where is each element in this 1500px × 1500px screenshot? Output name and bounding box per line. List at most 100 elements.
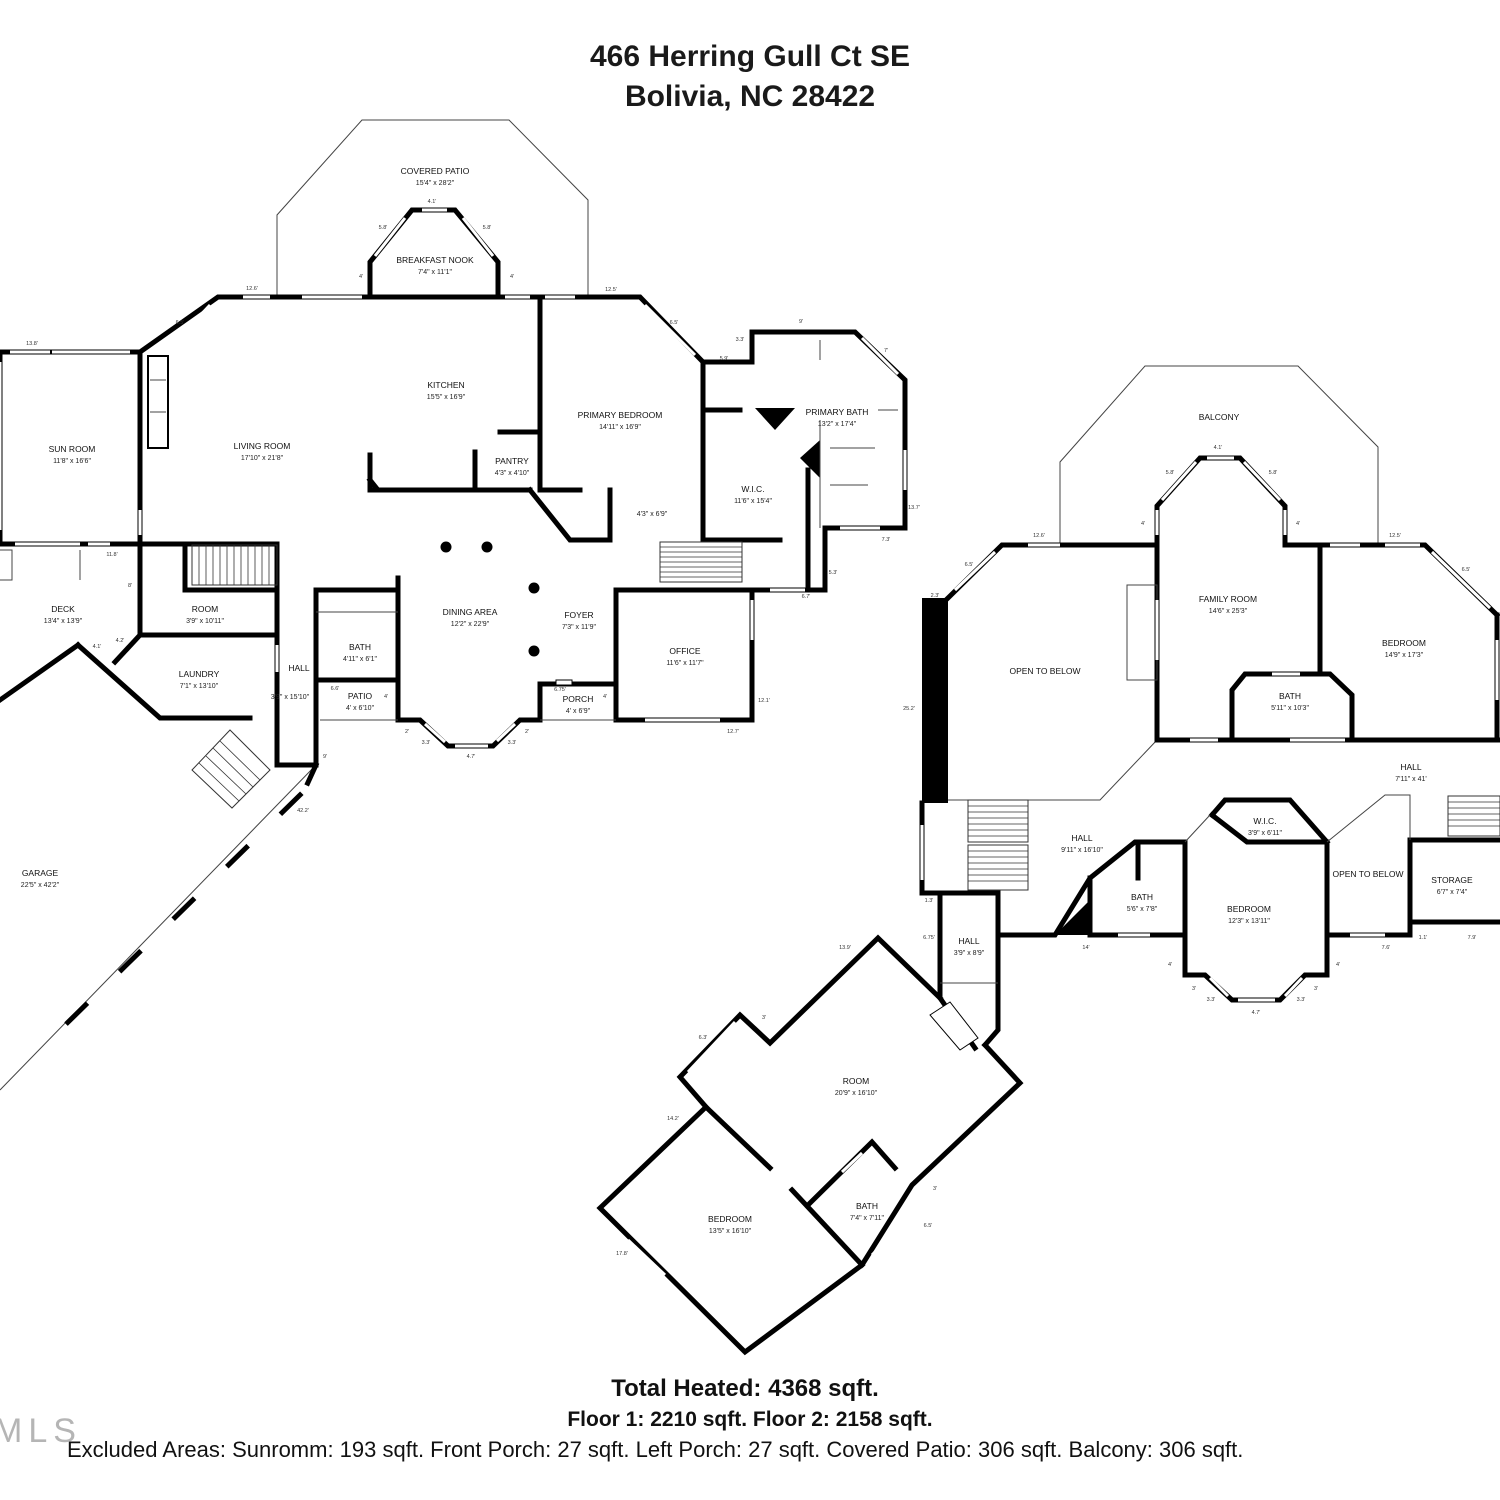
room-dims: 3'9" x 6'11" — [1248, 830, 1282, 837]
room-dims: 20'9" x 16'10" — [835, 1090, 878, 1097]
room-name: W.I.C. — [741, 484, 764, 494]
room-name: COVERED PATIO — [401, 166, 470, 176]
dimension-label: 13.8' — [26, 341, 38, 347]
room-dims: 15'5" x 16'9" — [427, 394, 466, 401]
room-dims: 15'4" x 28'2" — [416, 180, 455, 187]
dimension-label: 5.3' — [829, 570, 838, 576]
room-name: FOYER — [564, 610, 593, 620]
room-dims: 22'5" x 42'2" — [21, 882, 60, 889]
room-name: BEDROOM — [1382, 638, 1426, 648]
garage-wall-top — [0, 641, 82, 704]
room-dims: 5'6" x 7'8" — [1127, 906, 1158, 913]
dimension-label: 4' — [1168, 962, 1172, 968]
room-name: HALL — [288, 663, 310, 673]
room-dims: 7'3" x 11'9" — [562, 624, 596, 631]
dimension-label: 4.1' — [93, 644, 102, 650]
column — [528, 645, 540, 657]
dimension-label: 5.8' — [1166, 470, 1175, 476]
main-exterior-wall — [136, 294, 706, 407]
room-dims: 7'11" x 41' — [1395, 776, 1427, 783]
room-dims: 4'3" x 4'10" — [495, 470, 530, 477]
column — [481, 541, 493, 553]
dimension-label: 17.8' — [616, 1251, 628, 1257]
dimension-label: 4' — [384, 694, 388, 700]
room-dims: 11'6" x 15'4" — [734, 498, 772, 505]
room-dims: 9'11" x 16'10" — [1061, 847, 1103, 854]
room-dims: 17'10" x 21'8" — [241, 455, 284, 462]
dimension-label: 6.5' — [176, 320, 185, 326]
dimension-label: 6.5' — [1462, 567, 1471, 573]
stairs-deck — [191, 729, 271, 809]
room-name: BATH — [1279, 691, 1301, 701]
floor-1 — [0, 119, 908, 1091]
dimension-label: 6.6' — [331, 686, 340, 692]
room-dims: 12'2" x 22'9" — [451, 621, 490, 628]
dimension-label: 2' — [405, 729, 409, 735]
dimension-label: 12.1' — [758, 698, 770, 704]
breakfast-nook-wall — [367, 207, 501, 298]
dimension-label: 6.75' — [554, 687, 566, 693]
room-name: LIVING ROOM — [234, 441, 291, 451]
dimension-label: 8' — [128, 583, 132, 589]
dimension-label: 6.75' — [923, 935, 935, 941]
dimension-label: 4' — [1296, 521, 1300, 527]
dimension-label: 4.7' — [1252, 1010, 1261, 1016]
dimension-label: 3.3' — [422, 740, 431, 746]
dimension-label: 42.2' — [297, 808, 309, 814]
room-name: GARAGE — [22, 868, 59, 878]
dimension-label: 5.9' — [720, 356, 729, 362]
room-name: BEDROOM — [708, 1214, 752, 1224]
dimension-label: 5.8' — [1269, 470, 1278, 476]
dimension-label: 6.7' — [802, 594, 811, 600]
primary-bath-wall — [700, 329, 908, 593]
stairs-storage — [1447, 795, 1500, 837]
dimension-label: 4' — [603, 694, 607, 700]
dimension-label: 13.7' — [908, 505, 920, 511]
room-name: DINING AREA — [443, 607, 498, 617]
room-name: W.I.C. — [1253, 816, 1276, 826]
room-name: PRIMARY BEDROOM — [578, 410, 663, 420]
room-name: BATH — [1131, 892, 1153, 902]
room-name: FAMILY ROOM — [1199, 594, 1257, 604]
room-dims: 13'5" x 16'10" — [709, 1228, 752, 1235]
room-dims: 7'1" x 13'10" — [180, 683, 219, 690]
room-labels: COVERED PATIO 15'4" x 28'2" BREAKFAST NO… — [21, 166, 1473, 1235]
room-dims: 4' x 6'9" — [566, 708, 591, 715]
dimension-label: 4.7' — [467, 754, 476, 760]
room-dims: 6'7" x 7'4" — [1437, 889, 1468, 896]
room-name: PANTRY — [495, 456, 529, 466]
stairs-upper — [967, 799, 1029, 891]
dimension-label: 2.3' — [931, 593, 940, 599]
room-name: BREAKFAST NOOK — [396, 255, 474, 265]
dimension-label: 5.8' — [483, 225, 492, 231]
dimension-label: 3' — [1314, 986, 1318, 992]
dimension-label: 7.6' — [1382, 945, 1391, 951]
room-name: STORAGE — [1431, 875, 1473, 885]
total-heated: Total Heated: 4368 sqft. — [611, 1375, 879, 1402]
room-dims: 13'2" x 17'4" — [818, 421, 857, 428]
dimension-label: 11.8' — [106, 552, 117, 558]
dimension-label: 4.1' — [428, 199, 437, 205]
room-name: HALL — [1071, 833, 1093, 843]
dimension-label: 12.6' — [246, 286, 258, 292]
room-name: OPEN TO BELOW — [1332, 869, 1403, 879]
dining-bay-wall — [395, 717, 543, 749]
dimension-label: 12.6' — [1033, 533, 1045, 539]
dimension-label: 3.3' — [736, 337, 745, 343]
room-name: KITCHEN — [427, 380, 464, 390]
dimension-label: 3.3' — [508, 740, 517, 746]
dimension-label: 4' — [1336, 962, 1340, 968]
dimension-label: 5.8' — [379, 225, 388, 231]
floor-2 — [596, 365, 1500, 1356]
dimension-label: 9' — [323, 754, 327, 760]
covered-patio-outline — [276, 119, 589, 295]
dimension-label: 6.3' — [699, 1035, 708, 1041]
dimension-label: 14.2' — [667, 1116, 679, 1122]
room-name: PORCH — [563, 694, 594, 704]
room-dims: 13'4" x 13'9" — [44, 618, 83, 625]
room-name: ROOM — [192, 604, 218, 614]
dimension-label: 1.1' — [1419, 935, 1428, 941]
room-name: SUN ROOM — [49, 444, 96, 454]
dimension-label: 25.2' — [903, 706, 915, 712]
